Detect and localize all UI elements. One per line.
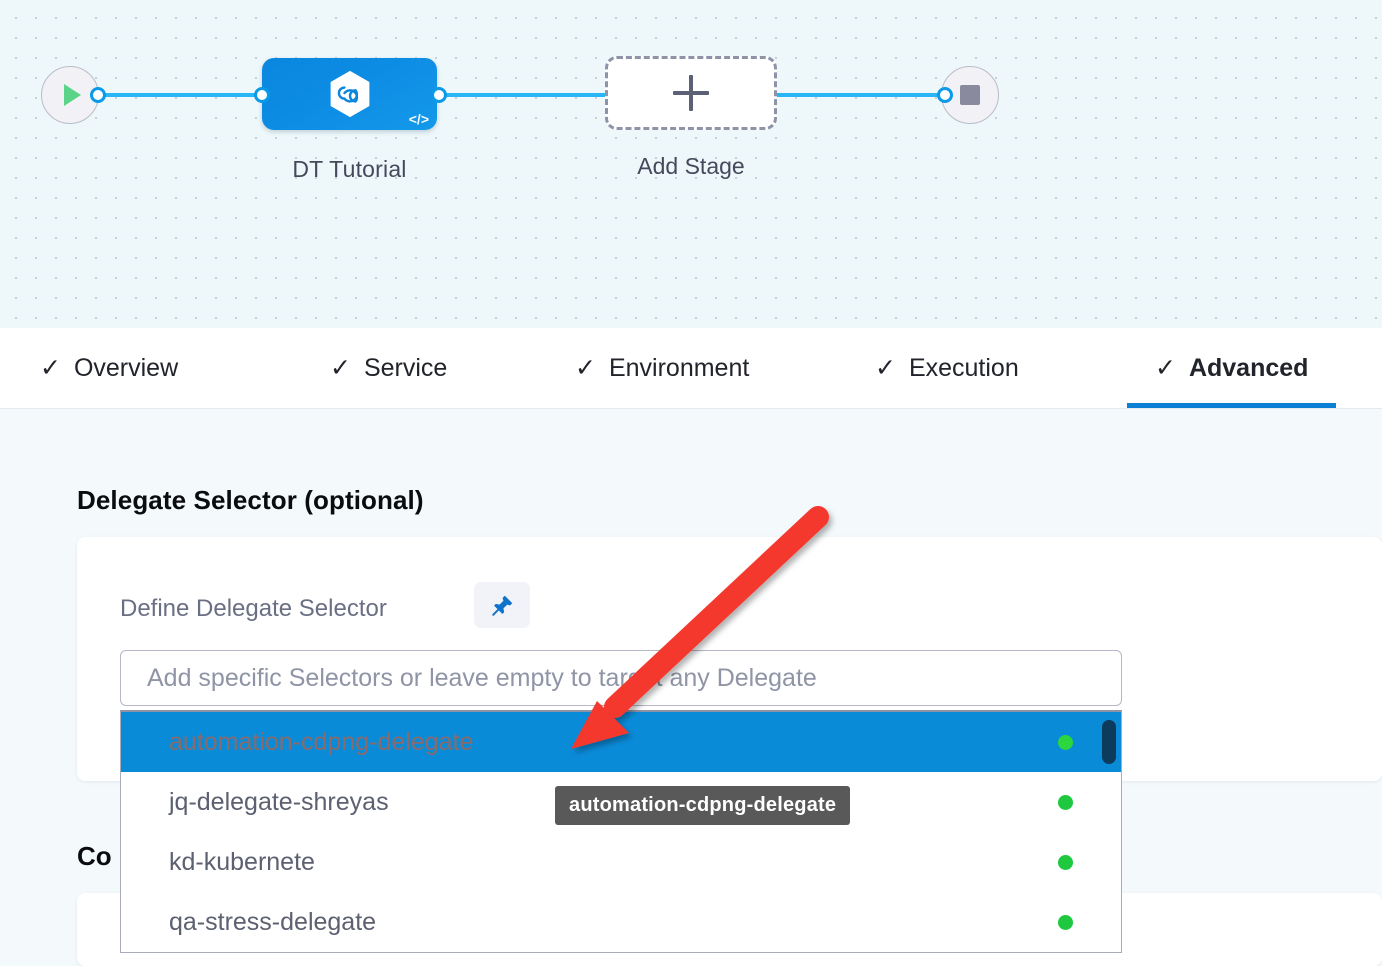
stage-input-port[interactable]	[254, 87, 270, 103]
pushpin-icon	[491, 595, 512, 616]
start-node-port[interactable]	[90, 87, 106, 103]
pipeline-edge-stage-to-add	[437, 93, 617, 97]
define-delegate-selector-label: Define Delegate Selector	[120, 595, 387, 622]
tab-service-label: Service	[363, 353, 448, 382]
add-stage-button[interactable]	[605, 56, 777, 130]
delegate-selector-input[interactable]	[120, 650, 1122, 706]
tab-advanced-label: Advanced	[1188, 353, 1309, 382]
play-icon	[64, 84, 81, 106]
delegate-status-dot-icon	[1058, 854, 1073, 870]
delegate-status-dot-icon	[1058, 914, 1073, 930]
stage-output-port[interactable]	[431, 87, 447, 103]
dropdown-option-jq-delegate-shreyas[interactable]: jq-delegate-shreyas	[121, 772, 1121, 832]
start-node[interactable]	[41, 66, 99, 124]
tab-execution-label: Execution	[908, 353, 1019, 382]
delegate-selector-combobox[interactable]: automation-cdpng-delegate jq-delegate-sh…	[120, 650, 1122, 953]
stage-node-dt-tutorial[interactable]: </>	[262, 58, 437, 130]
pin-delegate-selector-button[interactable]	[474, 582, 530, 628]
stop-icon	[960, 85, 980, 105]
code-badge-icon: </>	[408, 111, 429, 127]
pipeline-edge-add-to-end	[772, 93, 950, 97]
tab-advanced[interactable]: ✓ Advanced	[1127, 328, 1337, 408]
dropdown-option-label: jq-delegate-shreyas	[169, 787, 389, 816]
check-icon: ✓	[575, 353, 596, 382]
delegate-selector-heading: Delegate Selector (optional)	[77, 485, 424, 515]
dropdown-option-label: kd-kubernete	[169, 847, 315, 876]
pipeline-edge-start-to-stage	[96, 93, 268, 97]
check-icon: ✓	[40, 353, 61, 382]
delegate-status-dot-icon	[1058, 794, 1073, 810]
end-node-port[interactable]	[937, 87, 953, 103]
check-icon: ✓	[330, 353, 351, 382]
plus-icon-bar	[673, 91, 709, 95]
tab-execution[interactable]: ✓ Execution	[875, 328, 1019, 408]
pipeline-canvas[interactable]: </> DT Tutorial Add Stage	[0, 0, 1382, 328]
dropdown-option-label: qa-stress-delegate	[169, 907, 377, 936]
stage-config-tabbar: ✓ Overview ✓ Service ✓ Environment ✓ Exe…	[0, 328, 1382, 409]
tab-overview[interactable]: ✓ Overview	[40, 328, 178, 408]
dropdown-option-qa-stress-delegate[interactable]: qa-stress-delegate	[121, 892, 1121, 952]
dropdown-option-kd-kubernete[interactable]: kd-kubernete	[121, 832, 1121, 892]
add-stage-label: Add Stage	[637, 153, 745, 179]
harness-hexagon-icon	[330, 70, 369, 118]
dropdown-option-label: automation-cdpng-delegate	[169, 727, 474, 756]
tab-environment-label: Environment	[608, 353, 750, 382]
delegate-option-tooltip: automation-cdpng-delegate	[555, 786, 851, 825]
delegate-status-dot-icon	[1058, 734, 1073, 750]
check-icon: ✓	[1155, 353, 1176, 382]
tab-active-underline	[1127, 403, 1337, 408]
tab-overview-label: Overview	[73, 353, 179, 382]
check-icon: ✓	[875, 353, 896, 382]
dropdown-option-automation-cdpng-delegate[interactable]: automation-cdpng-delegate	[121, 712, 1121, 772]
tab-environment[interactable]: ✓ Environment	[575, 328, 749, 408]
conditional-execution-heading: Co	[77, 841, 112, 871]
tab-service[interactable]: ✓ Service	[330, 328, 447, 408]
stage-node-label: DT Tutorial	[292, 156, 407, 182]
dropdown-scrollbar-thumb[interactable]	[1102, 720, 1116, 764]
delegate-selector-dropdown[interactable]: automation-cdpng-delegate jq-delegate-sh…	[120, 710, 1122, 953]
